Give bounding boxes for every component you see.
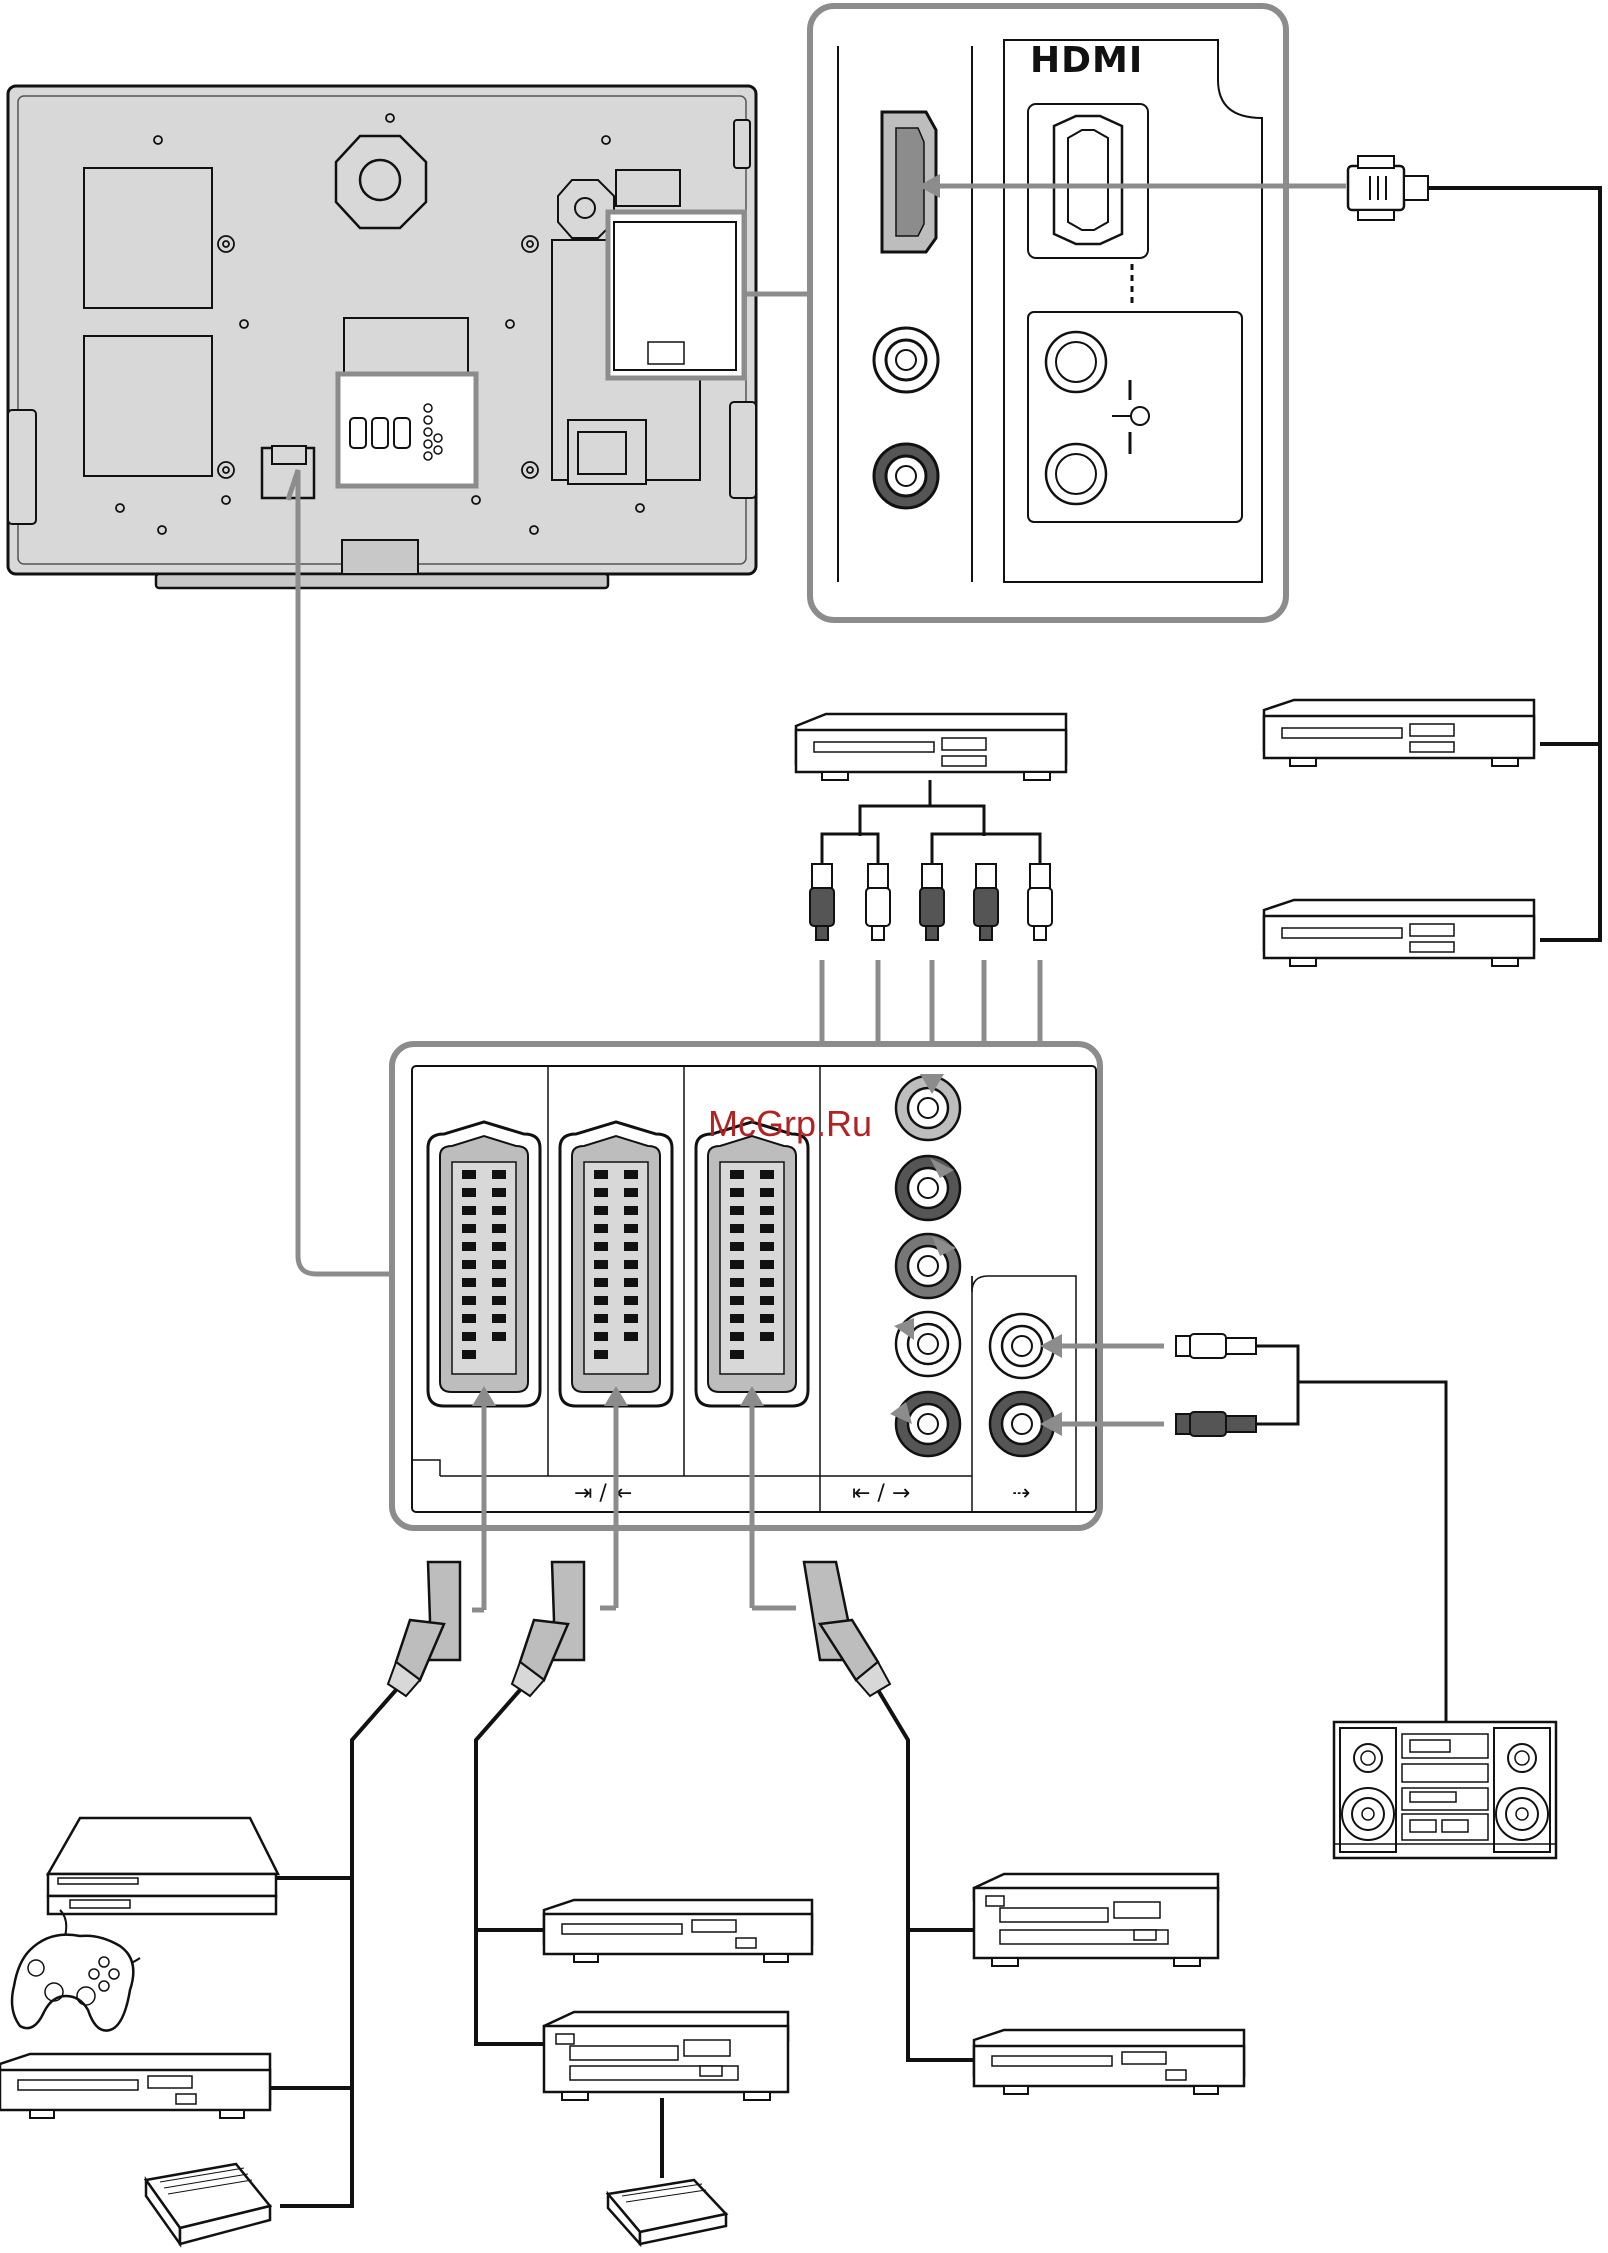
rca-plug-1	[810, 864, 834, 940]
scart-socket-1[interactable]	[428, 1122, 540, 1406]
scart-plug-2	[512, 1562, 584, 1696]
tv-to-av-cable	[288, 470, 392, 1274]
dvd-player-middle	[544, 1900, 812, 1962]
hdmi-plug-icon	[1348, 156, 1428, 220]
component-cable-branch	[822, 780, 1040, 864]
audio-jack-left[interactable]	[874, 328, 938, 392]
rca-plug-2	[866, 864, 890, 940]
audio-out-label: ⇢	[1012, 1481, 1030, 1506]
audio-in-jack-r[interactable]	[896, 1392, 960, 1456]
scart-plug-3	[804, 1562, 890, 1696]
rca-plug-5	[1028, 864, 1052, 940]
rca-plug-4	[974, 864, 998, 940]
composite-label: ⇤ / →	[852, 1481, 910, 1506]
rca-plug-3	[920, 864, 944, 940]
scart-label: ⇥ / ⇤	[574, 1481, 632, 1506]
scart-plug-1	[388, 1562, 460, 1696]
hifi-system	[1334, 1722, 1556, 1858]
hdmi-logo: HDMI	[1030, 40, 1143, 81]
scart-socket-3[interactable]	[696, 1122, 808, 1406]
set-top-box-middle	[608, 2180, 726, 2244]
component-jack-pb[interactable]	[896, 1156, 960, 1220]
audio-jack-right[interactable]	[874, 444, 938, 508]
scart-socket-2[interactable]	[560, 1122, 672, 1406]
game-controller-icon	[12, 1910, 140, 2031]
audio-in-jack-lower[interactable]	[1046, 444, 1106, 504]
hdmi-port[interactable]	[1054, 116, 1122, 244]
hdmi-panel: HDMI	[810, 6, 1286, 620]
audio-in-jack-upper[interactable]	[1046, 332, 1106, 392]
dvd-player-hdmi-1	[1264, 700, 1534, 766]
tv-back	[8, 86, 810, 588]
game-console	[48, 1818, 278, 1914]
set-top-box-left	[146, 2164, 270, 2244]
component-jack-pr[interactable]	[896, 1234, 960, 1298]
watermark-text: McGrp.Ru	[708, 1103, 872, 1144]
vcr-right	[974, 1874, 1218, 1966]
dvd-player-component	[796, 714, 1066, 780]
dvd-player-right	[974, 2030, 1244, 2094]
dvd-player-hdmi-2	[1264, 900, 1534, 966]
dvd-player-left	[0, 2054, 270, 2118]
vcr-middle	[544, 2012, 788, 2100]
